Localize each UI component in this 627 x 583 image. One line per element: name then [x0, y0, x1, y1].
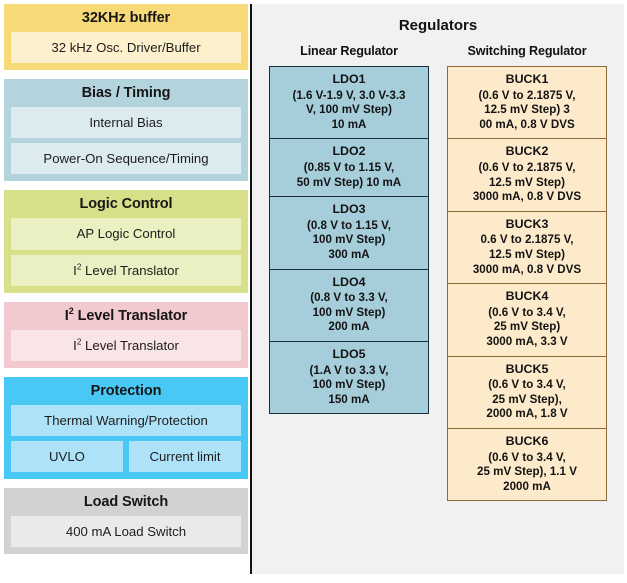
- regulator-spec-line: 100 mV Step): [312, 378, 386, 392]
- regulator-spec-line: 100 mV Step): [312, 233, 386, 247]
- regulator-name: LDO4: [332, 274, 366, 289]
- regulator-box: LDO5(1.A V to 3.3 V,100 mV Step)150 mA: [269, 341, 429, 415]
- regulator-name: LDO5: [332, 347, 366, 362]
- regulator-spec-line: 25 mV Step), 1.1 V: [477, 465, 577, 479]
- regulator-name: BUCK5: [505, 361, 549, 376]
- block-i2c-level-translator: I2 Level Translator I2 Level Translator: [4, 301, 248, 368]
- regulator-spec-line: (0.6 V to 3.4 V,: [488, 450, 566, 464]
- regulator-spec-line: (0.8 V to 3.3 V,: [310, 291, 388, 305]
- regulator-box: BUCK5 (0.6 V to 3.4 V,25 mV Step),2000 mA…: [447, 355, 607, 429]
- block-title: Load Switch: [83, 494, 169, 511]
- regulator-box: BUCK4(0.6 V to 3.4 V,25 mV Step)3000 mA,…: [447, 283, 607, 356]
- regulator-name: BUCK6: [505, 434, 549, 449]
- regulator-spec-line: 200 mA: [328, 320, 370, 334]
- regulator-spec-line: (0.6 V to 2.1875 V,: [478, 88, 576, 102]
- block-item: Current limit: [129, 440, 241, 473]
- regulator-spec-line: 10 mA: [331, 117, 367, 131]
- regulator-spec-line: 25 mV Step): [493, 320, 561, 334]
- regulator-spec-line: (0.6 V to 3.4 V,: [488, 378, 566, 392]
- regulator-column-heading: Switching Regulator: [467, 44, 587, 58]
- regulator-spec-line: 3000 mA, 3.3 V: [486, 335, 568, 349]
- block-title: Protection: [90, 382, 162, 399]
- regulator-spec-line: (0.85 V to 1.15 V,: [303, 161, 395, 175]
- regulator-spec-line: 25 mV Step),: [492, 392, 562, 406]
- regulator-name: LDO3: [332, 202, 366, 217]
- block-item: AP Logic Control: [11, 218, 241, 250]
- regulator-column-heading: Linear Regulator: [300, 44, 398, 58]
- regulator-spec-line: 00 mA, 0.8 V DVS: [479, 117, 575, 131]
- regulator-name: BUCK2: [505, 144, 549, 159]
- regulator-box: LDO4 (0.8 V to 3.3 V,100 mV Step)200 mA: [269, 268, 429, 342]
- block-title: Logic Control: [79, 196, 173, 213]
- regulator-spec-line: 0.6 V to 2.1875 V,: [480, 233, 574, 247]
- block-item: 32 kHz Osc. Driver/Buffer: [11, 31, 241, 64]
- regulator-box: LDO3(0.8 V to 1.15 V,100 mV Step)300 mA: [269, 196, 429, 269]
- block-32khz-buffer: 32KHz buffer 32 kHz Osc. Driver/Buffer: [4, 4, 248, 71]
- regulator-spec-line: 12.5 mV Step) 3: [484, 103, 570, 117]
- regulator-spec-line: 3000 mA, 0.8 V DVS: [472, 190, 582, 204]
- regulator-box: BUCK3 0.6 V to 2.1875 V,12.5 mV Step)3000…: [447, 210, 607, 284]
- regulator-name: BUCK1: [505, 72, 549, 86]
- regulator-spec-line: (1.A V to 3.3 V,: [309, 363, 389, 377]
- block-logic-control: Logic Control AP Logic Control I2 Level Tr…: [4, 190, 248, 293]
- regulator-spec-line: 2000 mA: [503, 479, 551, 493]
- regulator-spec-line: 150 mA: [328, 392, 370, 406]
- block-item: Power-On Sequence/Timing: [11, 143, 241, 175]
- regulator-name: LDO2: [332, 144, 366, 159]
- block-load-switch: Load Switch 400 mA Load Switch: [4, 488, 248, 555]
- block-item: Internal Bias: [11, 107, 241, 139]
- block-title: Bias / Timing: [81, 85, 171, 102]
- block-item: I2 Level Translator: [11, 254, 241, 286]
- block-item: Thermal Warning/Protection: [11, 404, 241, 436]
- block-item: I2 Level Translator: [11, 329, 241, 361]
- regulator-spec-line: (0.8 V to 1.15 V,: [307, 218, 391, 232]
- block-item: 400 mA Load Switch: [11, 516, 241, 548]
- regulators-title: Regulators: [398, 17, 478, 34]
- regulator-spec-line: 300 mA: [328, 248, 370, 262]
- regulator-spec-line: 50 mV Step) 10 mA: [296, 175, 402, 189]
- regulator-spec-line: 12.5 mV Step): [488, 248, 566, 262]
- regulator-name: BUCK3: [505, 216, 549, 231]
- regulator-spec-line: 12.5 mV Step): [488, 175, 566, 189]
- regulator-spec-line: 3000 mA, 0.8 V DVS: [472, 262, 582, 276]
- regulator-spec-line: (1.6 V-1.9 V, 3.0 V-3.3: [292, 88, 406, 102]
- regulator-box: BUCK2 (0.6 V to 2.1875 V,12.5 mV Step)300…: [447, 138, 607, 211]
- block-title: I2 Level Translator: [64, 305, 188, 324]
- regulator-spec-line: (0.6 V to 3.4 V,: [488, 305, 566, 319]
- regulator-spec-line: 100 mV Step): [312, 305, 386, 319]
- regulator-name: LDO1: [332, 72, 366, 86]
- regulator-box: LDO2 (0.85 V to 1.15 V,50 mV Step) 10 mA: [269, 138, 429, 197]
- regulator-spec-line: 2000 mA, 1.8 V: [486, 407, 568, 421]
- block-title: 32KHz buffer: [81, 10, 171, 26]
- block-item: UVLO: [11, 440, 123, 473]
- regulator-name: BUCK4: [505, 289, 549, 304]
- regulator-spec-line: V, 100 mV Step): [306, 103, 392, 117]
- regulator-spec-line: (0.6 V to 2.1875 V,: [478, 161, 576, 175]
